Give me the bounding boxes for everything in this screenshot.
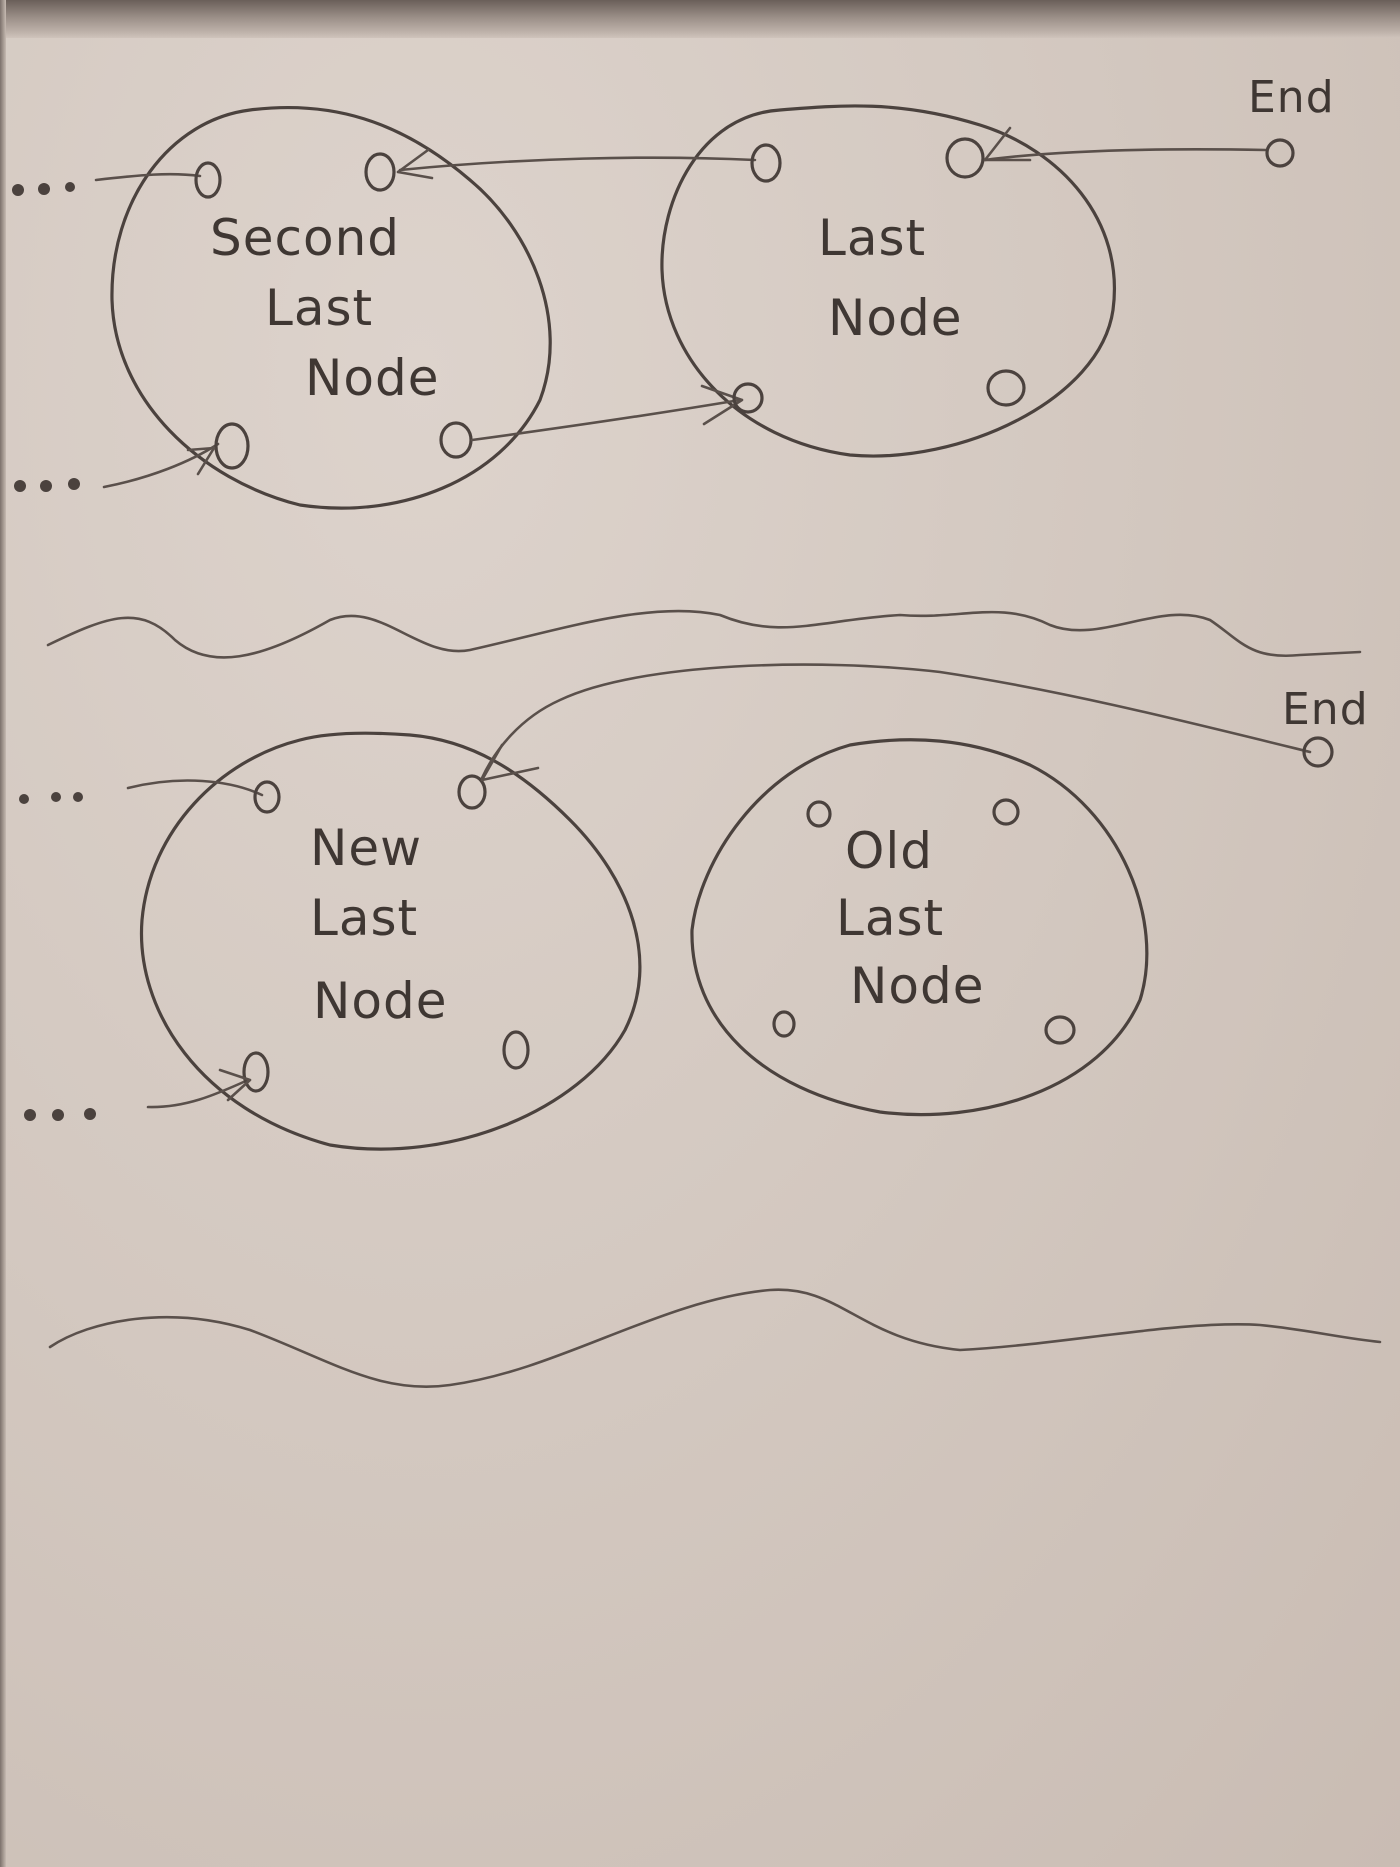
pointer-circle xyxy=(1044,1015,1076,1045)
node-new-last-outline xyxy=(139,731,642,1151)
divider-wavy xyxy=(46,609,1362,659)
pointer-circle xyxy=(732,382,764,414)
whiteboard-left-frame xyxy=(0,0,6,1867)
node-second-last-label: Second Last Node xyxy=(210,209,440,407)
pointer-circle xyxy=(750,143,782,183)
label-line: Last xyxy=(818,209,926,267)
link-end-to-last xyxy=(983,148,1268,162)
node-old-last-outline xyxy=(690,738,1149,1117)
pointer-circle xyxy=(806,800,832,828)
label-line: Node xyxy=(828,289,963,347)
link-prev-to-new-last xyxy=(126,779,264,797)
label-line: Last xyxy=(310,889,418,947)
end-pointer-circle xyxy=(1302,736,1334,768)
ellipsis-top-left xyxy=(19,792,83,804)
pointer-circle xyxy=(772,1010,796,1038)
link-end-to-new-last xyxy=(480,663,1312,780)
end-pointer-circle xyxy=(1265,138,1295,168)
label-line: Second xyxy=(210,209,400,267)
node-old-last-label: Old Last Node xyxy=(836,822,985,1015)
pointer-circle xyxy=(439,421,473,459)
ellipsis-bottom-left xyxy=(14,478,80,492)
pointer-circle xyxy=(986,369,1026,407)
pointer-circle xyxy=(992,798,1020,826)
arrowhead xyxy=(218,1068,252,1102)
link-second-last-next-to-last xyxy=(470,398,742,442)
panel-after: New Last Node Old Last Node End xyxy=(19,663,1369,1151)
link-prev-to-second-last xyxy=(94,172,202,182)
link-last-prev-to-second-last xyxy=(398,156,757,172)
node-last-label: Last Node xyxy=(818,209,963,347)
divider-wavy xyxy=(48,1288,1382,1389)
ellipsis-top-left xyxy=(12,182,75,196)
pointer-circle xyxy=(457,774,487,810)
node-last-outline xyxy=(660,104,1116,458)
label-line: Node xyxy=(305,349,440,407)
link-prev-into-new-last xyxy=(146,1078,250,1109)
label-line: Last xyxy=(265,279,373,337)
end-label: End xyxy=(1282,684,1369,735)
label-line: Node xyxy=(850,957,985,1015)
whiteboard-top-frame xyxy=(0,0,1400,38)
pointer-circle xyxy=(214,422,250,470)
pointer-circle xyxy=(502,1030,530,1070)
panel-before: Second Last Node Last Node End xyxy=(12,72,1335,510)
node-new-last-label: New Last Node xyxy=(310,819,448,1030)
pointer-circle xyxy=(242,1051,270,1093)
pointer-circle xyxy=(194,161,222,199)
node-second-last-outline xyxy=(110,106,552,510)
label-line: Node xyxy=(313,972,448,1030)
link-prev-into-second-last xyxy=(102,442,220,489)
arrowhead xyxy=(480,743,540,782)
pointer-circle xyxy=(364,152,396,192)
ellipsis-bottom-left xyxy=(24,1108,96,1121)
arrowhead xyxy=(186,446,216,476)
pointer-circle xyxy=(253,780,281,814)
label-line: Old xyxy=(845,822,933,880)
label-line: New xyxy=(310,819,422,877)
label-line: Last xyxy=(836,889,944,947)
arrowhead xyxy=(983,126,1032,162)
end-label: End xyxy=(1248,72,1335,123)
arrowhead xyxy=(396,148,434,180)
pointer-circle xyxy=(945,137,985,179)
